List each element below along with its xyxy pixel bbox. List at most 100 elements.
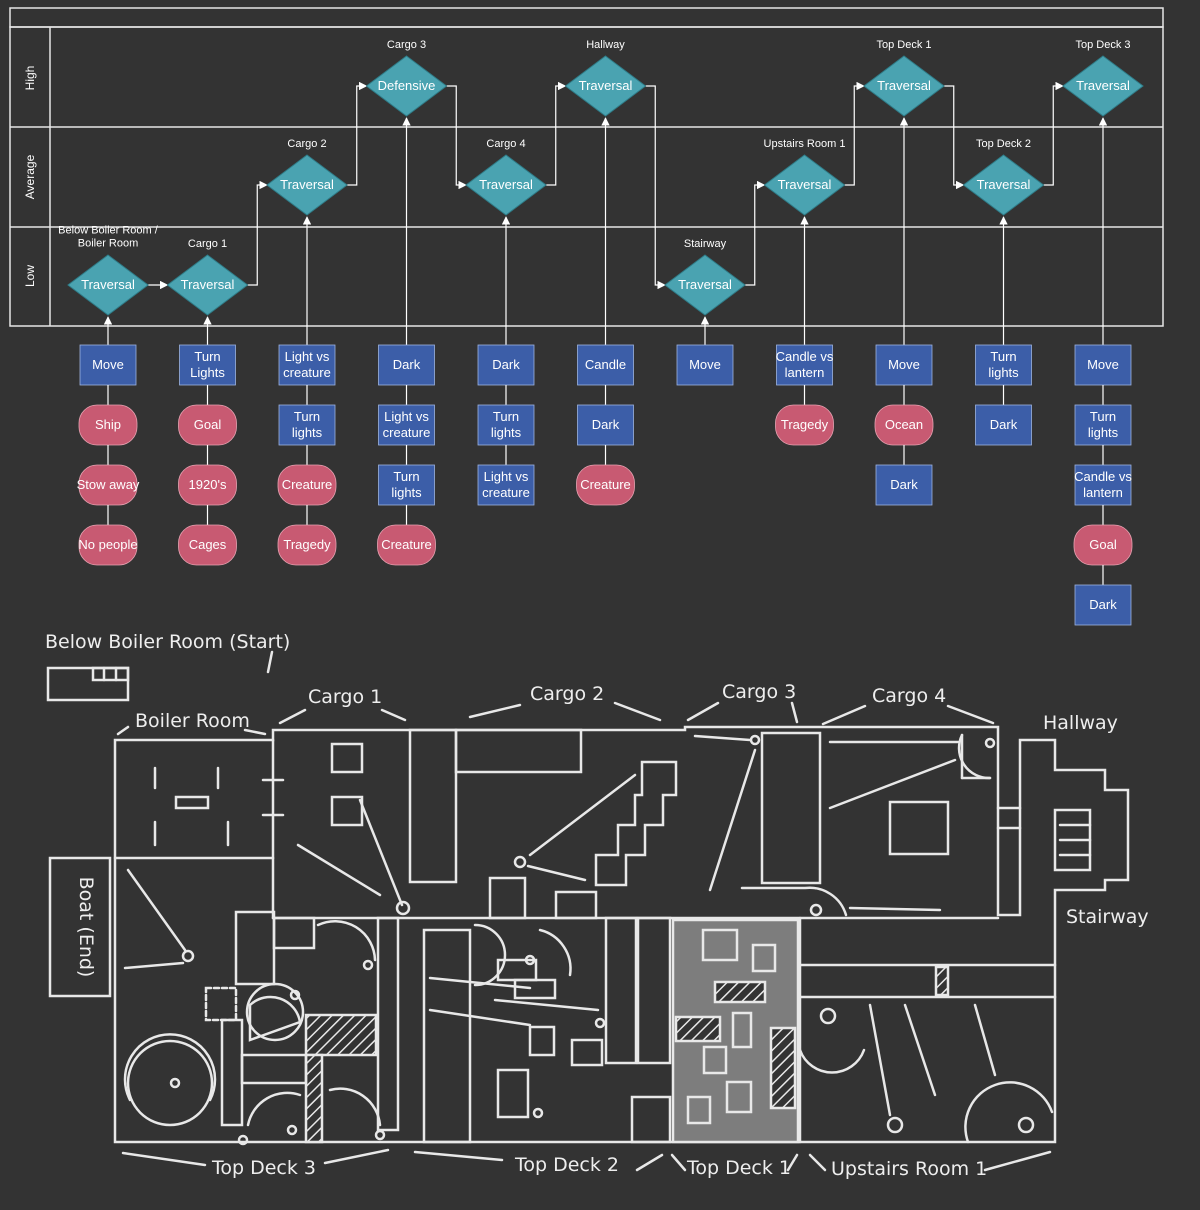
flow-connector — [745, 180, 766, 286]
tag-box — [975, 344, 1032, 386]
tag-box — [477, 404, 535, 446]
flow-connector — [247, 180, 268, 286]
room-title-upstairs-room-1: Upstairs Room 1 — [764, 138, 846, 150]
tag-box — [378, 404, 435, 446]
tag-box — [278, 404, 336, 446]
tag-box — [378, 464, 435, 506]
tag-text: Dark — [1089, 597, 1117, 612]
node-top-deck-2 — [962, 154, 1045, 216]
map-label-cargo-2: Cargo 2 — [530, 683, 604, 705]
tag-text: Goal — [1089, 537, 1117, 552]
tag-text: Move — [888, 357, 920, 372]
swimlane-frame — [9, 26, 1164, 327]
tag-pill — [377, 524, 436, 566]
map-label-cargo-3: Cargo 3 — [722, 681, 796, 703]
node-label-cargo-4: Traversal — [479, 177, 533, 192]
tag-text: Ocean — [885, 417, 923, 432]
tag-box — [875, 344, 933, 386]
tag-pill — [576, 464, 635, 506]
room-title-cargo-3: Cargo 3 — [387, 39, 426, 51]
room-title-cargo-4: Cargo 4 — [486, 138, 525, 150]
room-title-cargo-2: Cargo 2 — [287, 138, 326, 150]
node-label-below-boiler-room-boiler-room: Traversal — [81, 277, 135, 292]
tag-text: Cages — [189, 537, 227, 552]
map-label-top-deck-1: Top Deck 1 — [686, 1157, 791, 1179]
boat-area — [48, 856, 112, 998]
flow-connector — [944, 85, 965, 190]
node-hallway — [564, 55, 647, 117]
tag-text: No people — [78, 537, 137, 552]
room-title-cargo-1: Cargo 1 — [188, 238, 227, 250]
below-boiler-room-area — [46, 666, 130, 702]
tag-pill — [78, 524, 138, 566]
tag-box — [975, 404, 1032, 446]
flow-connector — [546, 81, 567, 186]
tag-text: Tragedy — [781, 417, 829, 432]
hull-outline — [113, 725, 1130, 1144]
map-label-cargo-1: Cargo 1 — [308, 686, 382, 708]
tag-text: Dark — [592, 417, 620, 432]
tag-box — [577, 344, 634, 386]
lane-label-average: Average — [23, 154, 37, 199]
tag-box — [1074, 404, 1132, 446]
tag-pill — [277, 524, 337, 566]
tag-text: Stow away — [77, 477, 140, 492]
map-labels: Below Boiler Room (Start) Boiler Room Ca… — [45, 631, 1149, 1180]
tag-box — [278, 344, 336, 386]
node-label-stairway: Traversal — [678, 277, 732, 292]
room-title-top-deck-2: Top Deck 2 — [976, 138, 1031, 150]
node-upstairs-room-1 — [763, 154, 846, 216]
tag-box — [477, 464, 535, 506]
node-label-cargo-3: Defensive — [378, 78, 436, 93]
chart-header-strip — [9, 7, 1164, 28]
tag-text: Dark — [990, 417, 1018, 432]
node-stairway — [664, 254, 746, 316]
tag-pill — [775, 404, 834, 446]
map-label-top-deck-3: Top Deck 3 — [211, 1157, 316, 1179]
room-title-below-boiler-room-boiler-room: Below Boiler Room /Boiler Room — [58, 225, 159, 250]
tag-pill — [178, 524, 237, 566]
ship-floor-plan — [46, 650, 1130, 1172]
tag-text: Candle — [585, 357, 626, 372]
node-cargo-1 — [166, 254, 249, 316]
tag-box — [1074, 464, 1132, 506]
map-label-stairway: Stairway — [1066, 906, 1149, 928]
tag-box — [776, 344, 833, 386]
tag-text: Creature — [580, 477, 631, 492]
tag-text: Dark — [492, 357, 520, 372]
tag-text: Move — [689, 357, 721, 372]
map-label-boiler-room: Boiler Room — [135, 710, 250, 732]
node-cargo-2 — [266, 154, 348, 216]
node-label-top-deck-2: Traversal — [977, 177, 1031, 192]
node-label-top-deck-3: Traversal — [1076, 78, 1130, 93]
room-title-top-deck-1: Top Deck 1 — [876, 39, 931, 51]
tag-box — [179, 344, 236, 386]
node-cargo-3 — [365, 55, 448, 117]
tag-box — [875, 464, 933, 506]
tag-box — [676, 344, 734, 386]
room-title-hallway: Hallway — [586, 39, 625, 51]
tag-text: Creature — [282, 477, 333, 492]
room-title-top-deck-3: Top Deck 3 — [1075, 39, 1130, 51]
tag-text: Move — [1087, 357, 1119, 372]
node-label-upstairs-room-1: Traversal — [778, 177, 832, 192]
tag-box — [477, 344, 535, 386]
node-cargo-4 — [465, 154, 547, 216]
tag-box — [1074, 584, 1132, 626]
tag-box — [577, 404, 634, 446]
node-label-hallway: Traversal — [579, 78, 633, 93]
node-label-cargo-2: Traversal — [280, 177, 334, 192]
map-label-hallway: Hallway — [1043, 712, 1118, 734]
tag-text: 1920's — [189, 477, 227, 492]
tag-text: Tragedy — [283, 537, 331, 552]
node-top-deck-1 — [863, 55, 945, 117]
